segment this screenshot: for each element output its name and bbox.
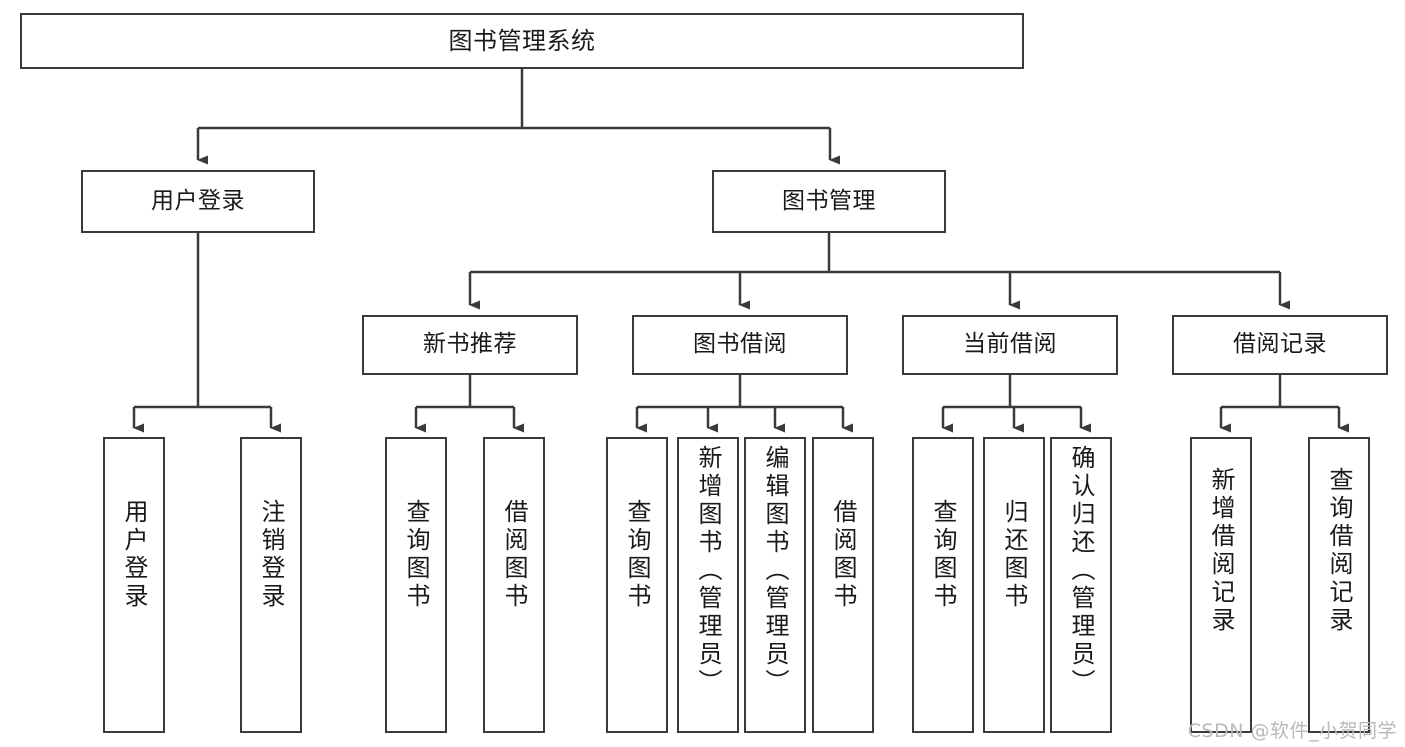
leaf-user-login[interactable]: 用户登录 — [103, 437, 165, 733]
node-user-login-label: 用户登录 — [151, 187, 245, 214]
node-root[interactable]: 图书管理系统 — [20, 13, 1024, 69]
node-borrow-records-label: 借阅记录 — [1233, 331, 1327, 358]
leaf-user-logout-label: 注销登录 — [257, 499, 285, 611]
leaf-user-login-label: 用户登录 — [120, 499, 148, 611]
leaf-br-query-label: 查询借阅记录 — [1325, 467, 1353, 635]
leaf-bb-borrow-label: 借阅图书 — [829, 499, 857, 611]
leaf-bb-query-label: 查询图书 — [623, 499, 651, 611]
leaf-br-add-label: 新增借阅记录 — [1207, 467, 1235, 635]
node-borrow-records[interactable]: 借阅记录 — [1172, 315, 1388, 375]
leaf-nbr-query-label: 查询图书 — [402, 499, 430, 611]
node-book-manage-label: 图书管理 — [782, 187, 876, 214]
leaf-cb-confirm[interactable]: 确认归还（管理员） — [1050, 437, 1112, 733]
node-book-manage[interactable]: 图书管理 — [712, 170, 946, 233]
leaf-cb-return-label: 归还图书 — [1000, 499, 1028, 611]
leaf-cb-query-label: 查询图书 — [929, 499, 957, 611]
node-current-borrow[interactable]: 当前借阅 — [902, 315, 1118, 375]
leaf-nbr-borrow[interactable]: 借阅图书 — [483, 437, 545, 733]
node-root-label: 图书管理系统 — [448, 26, 596, 55]
leaf-cb-return[interactable]: 归还图书 — [983, 437, 1045, 733]
leaf-bb-query[interactable]: 查询图书 — [606, 437, 668, 733]
leaf-bb-add[interactable]: 新增图书（管理员） — [677, 437, 739, 733]
leaf-nbr-borrow-label: 借阅图书 — [500, 499, 528, 611]
leaf-cb-confirm-label: 确认归还（管理员） — [1067, 445, 1095, 697]
leaf-br-add[interactable]: 新增借阅记录 — [1190, 437, 1252, 733]
node-current-borrow-label: 当前借阅 — [963, 331, 1057, 358]
node-book-borrow-label: 图书借阅 — [693, 331, 787, 358]
leaf-bb-edit-label: 编辑图书（管理员） — [761, 445, 789, 697]
leaf-bb-borrow[interactable]: 借阅图书 — [812, 437, 874, 733]
leaf-nbr-query[interactable]: 查询图书 — [385, 437, 447, 733]
leaf-cb-query[interactable]: 查询图书 — [912, 437, 974, 733]
leaf-br-query[interactable]: 查询借阅记录 — [1308, 437, 1370, 733]
watermark-text: CSDN @软件_小贺同学 — [1187, 720, 1397, 742]
node-new-book-rec-label: 新书推荐 — [423, 331, 517, 358]
leaf-user-logout[interactable]: 注销登录 — [240, 437, 302, 733]
node-new-book-rec[interactable]: 新书推荐 — [362, 315, 578, 375]
leaf-bb-add-label: 新增图书（管理员） — [694, 445, 722, 697]
node-user-login[interactable]: 用户登录 — [81, 170, 315, 233]
node-book-borrow[interactable]: 图书借阅 — [632, 315, 848, 375]
leaf-bb-edit[interactable]: 编辑图书（管理员） — [744, 437, 806, 733]
